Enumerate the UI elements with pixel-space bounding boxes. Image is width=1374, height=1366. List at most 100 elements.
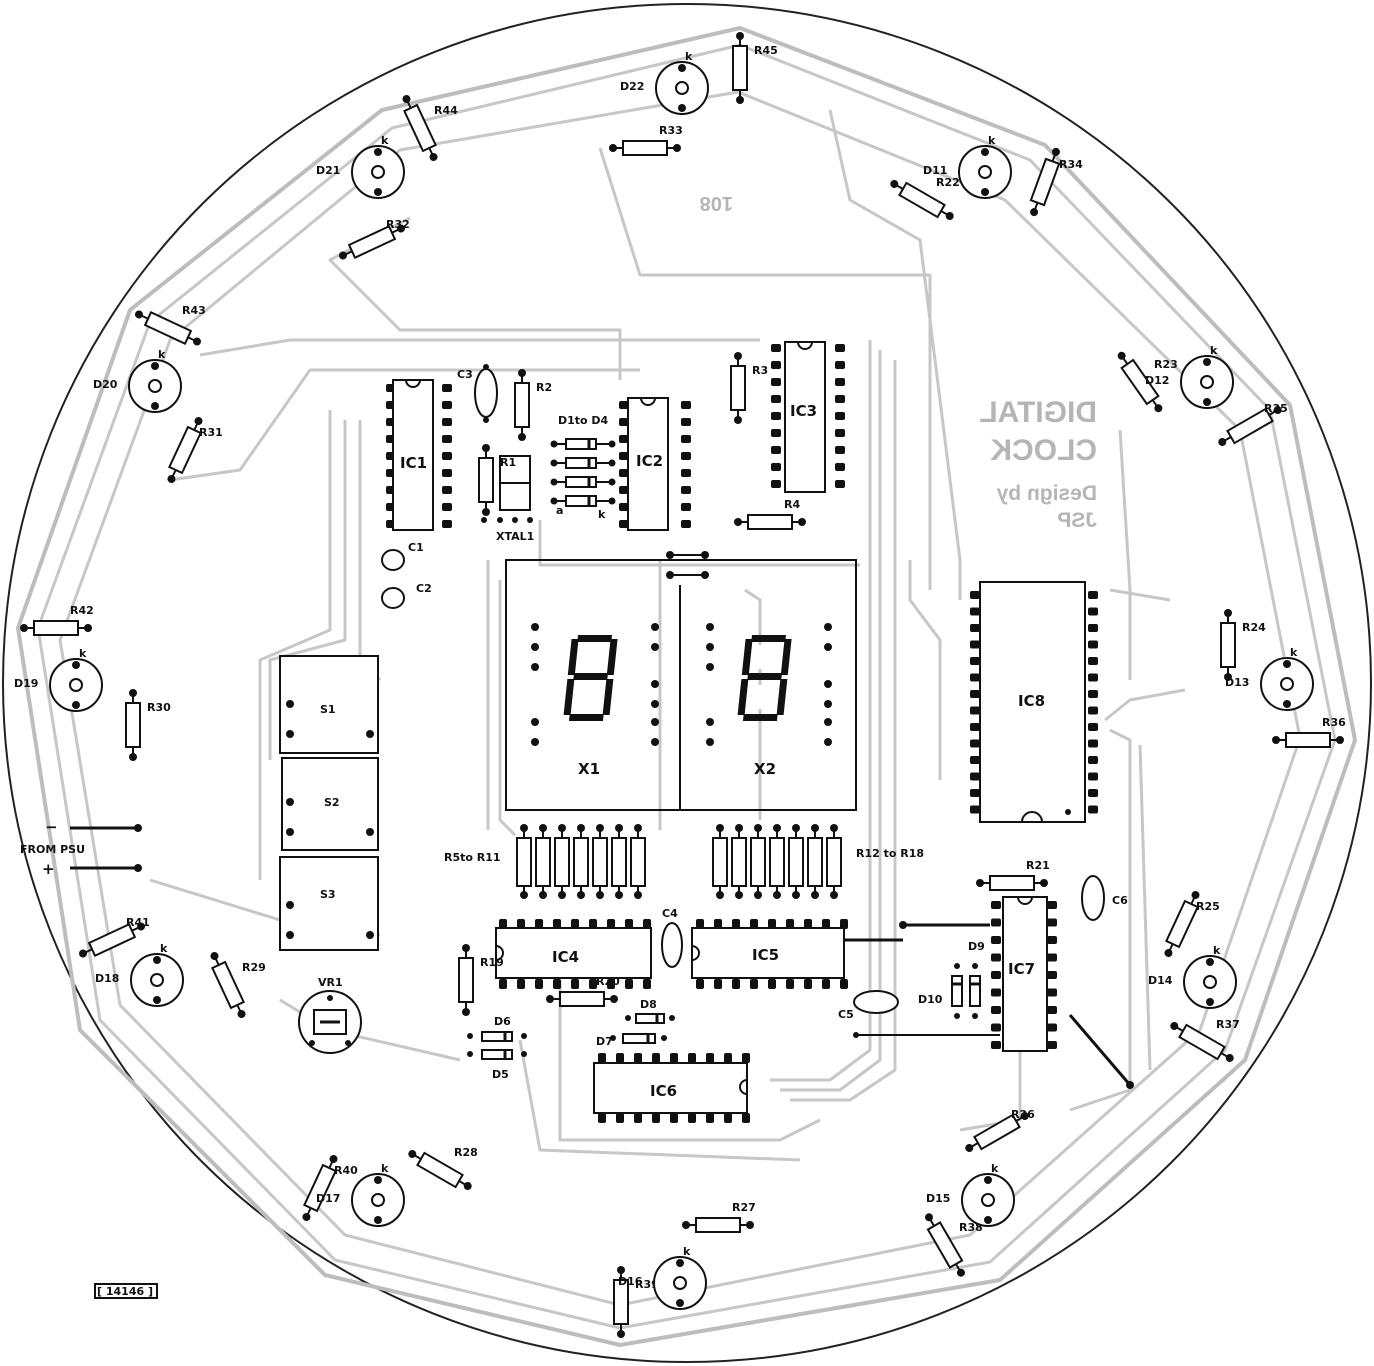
resistor-r38 <box>925 1213 965 1277</box>
diode-d5: D5 <box>467 1049 527 1081</box>
ic1: IC1 <box>386 379 452 531</box>
led-label: D12 <box>1145 374 1169 387</box>
led-label: D22 <box>620 80 644 93</box>
resistor-array-r12-r18 <box>712 824 842 899</box>
resistor-r24 <box>1220 609 1236 681</box>
resistor-label: R28 <box>454 1146 478 1159</box>
c5-label: C5 <box>838 1008 854 1021</box>
resistor-r19 <box>458 944 474 1016</box>
resistor-label: R24 <box>1242 621 1266 634</box>
resistor-r37 <box>1170 1022 1234 1062</box>
board-code: 108 <box>700 192 733 214</box>
led-label: D13 <box>1225 676 1249 689</box>
display-x1: X1 <box>531 623 659 778</box>
resistor-label: R41 <box>126 916 150 929</box>
board-title: DIGITAL CLOCK Design by JSP <box>979 396 1097 532</box>
resistor-label: R37 <box>1216 1018 1240 1031</box>
resistor-r3 <box>730 352 746 424</box>
diode-d7: D7 <box>596 1033 667 1048</box>
ic8-label: IC8 <box>1018 692 1045 710</box>
d1to4-label: D1to D4 <box>558 414 609 427</box>
board-outline <box>2 3 1372 1363</box>
d5-label: D5 <box>492 1068 509 1081</box>
switch-s2[interactable]: S2 <box>281 757 379 851</box>
vr1-label: VR1 <box>318 976 343 989</box>
resistor-r31 <box>167 416 203 484</box>
resistor-r33 <box>609 140 681 156</box>
leds: kD22kD21kD11kD20kD12kD19kD13kD14kD18kD15… <box>14 50 1314 1310</box>
led-k-label: k <box>381 1162 389 1175</box>
led-k-label: k <box>991 1162 999 1175</box>
led-label: D20 <box>93 378 118 391</box>
switch-s3[interactable]: S3 <box>279 856 379 951</box>
resistor-label: R32 <box>386 218 410 231</box>
inner-traces <box>149 109 1186 1162</box>
svg-text:[ 14146 ]: [ 14146 ] <box>97 1285 153 1298</box>
resistor-label: R43 <box>182 304 206 317</box>
resistor-label: R44 <box>434 104 458 117</box>
c4-label: C4 <box>662 907 678 920</box>
svg-text:CLOCK: CLOCK <box>990 434 1097 467</box>
diode-d6: D6 <box>467 1015 527 1042</box>
resistor-r36 <box>1272 732 1344 748</box>
diode-d8: D8 <box>625 998 675 1024</box>
led-label: D15 <box>926 1192 950 1205</box>
capacitor-c3: C3 <box>457 364 498 423</box>
ic2: IC2 <box>619 397 691 531</box>
svg-text:DIGITAL: DIGITAL <box>979 396 1097 429</box>
resistor-r39 <box>613 1266 629 1338</box>
ic3: IC3 <box>771 341 845 493</box>
resistor-label: R35 <box>1264 402 1288 415</box>
resistor-label: R4 <box>784 498 800 511</box>
resistor-label: R30 <box>147 701 171 714</box>
ic5-label: IC5 <box>752 946 779 964</box>
crystal-xtal1: XTAL1 <box>481 455 534 543</box>
capacitor-c4: C4 <box>661 907 683 968</box>
resistor-r32 <box>338 224 406 260</box>
led-label: D17 <box>316 1192 340 1205</box>
ic5: IC5 <box>691 919 848 989</box>
resistor-r26 <box>965 1112 1029 1152</box>
c6-label: C6 <box>1112 894 1128 907</box>
resistor-label: R1 <box>500 456 516 469</box>
led-k-label: k <box>160 942 168 955</box>
psu-plus: + <box>42 860 55 878</box>
r12to18-label: R12 to R18 <box>856 847 924 860</box>
diodes-d1-d4 <box>550 438 616 507</box>
resistors: R45R44R33R34R22R32R43R23R35R31R2R3R1R4R4… <box>20 32 1346 1338</box>
svg-text:Design by: Design by <box>996 482 1097 505</box>
psu-input: − FROM PSU + <box>20 818 142 878</box>
led-label: D16 <box>618 1275 643 1288</box>
capacitor-c2: C2 <box>381 582 432 609</box>
trimmer-vr1[interactable]: VR1 <box>298 976 362 1054</box>
d9-label: D9 <box>968 940 985 953</box>
resistor-r4 <box>734 514 806 530</box>
led-k-label: k <box>1290 646 1298 659</box>
resistor-r40 <box>302 1154 338 1222</box>
resistor-label: R27 <box>732 1201 756 1214</box>
resistor-label: R29 <box>242 961 266 974</box>
psu-label: FROM PSU <box>20 843 85 856</box>
digit-x2 <box>737 635 792 721</box>
r5to11-label: R5to R11 <box>444 851 501 864</box>
display-x2: X2 <box>706 623 832 778</box>
capacitor-c5: C5 <box>838 990 1000 1038</box>
led-label: D11 <box>923 164 947 177</box>
d1to4-k-label: k <box>598 508 606 521</box>
ic6-label: IC6 <box>650 1082 677 1100</box>
svg-text:108: 108 <box>700 192 733 214</box>
outer-ring-traces <box>16 26 1357 1347</box>
ic4-label: IC4 <box>552 948 579 966</box>
resistor-r35 <box>1218 406 1282 446</box>
psu-minus: − <box>45 818 58 836</box>
switch-s1[interactable]: S1 <box>279 655 379 754</box>
wire-links <box>843 921 1134 1089</box>
x2-label: X2 <box>754 760 776 778</box>
s1-label: S1 <box>320 703 336 716</box>
s2-label: S2 <box>324 796 340 809</box>
